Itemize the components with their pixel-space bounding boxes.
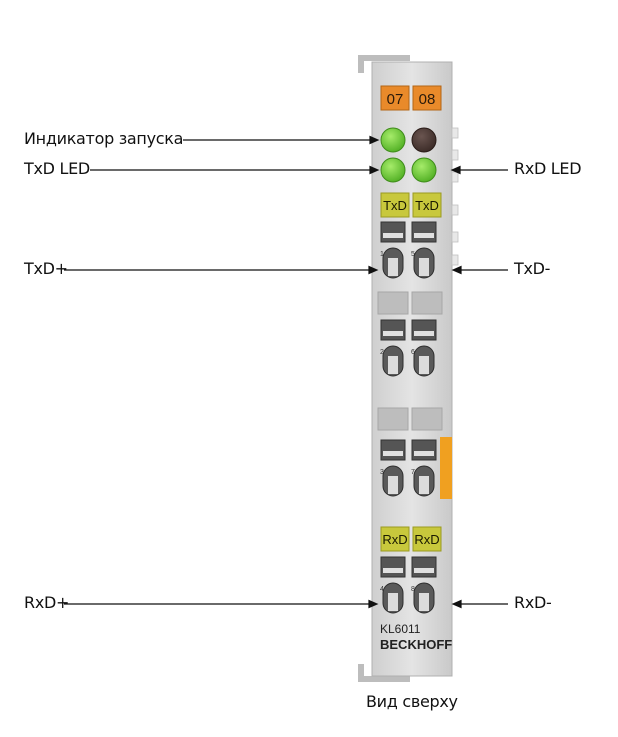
side-accent-strip xyxy=(440,437,452,499)
terminal: 5 xyxy=(411,221,437,279)
wire-entry-inner xyxy=(388,476,398,494)
terminal-number: 5 xyxy=(411,251,415,258)
release-slot-bar xyxy=(383,568,403,573)
release-slot xyxy=(380,556,406,578)
terminal: 8 xyxy=(411,556,437,614)
terminal-number: 7 xyxy=(411,469,415,476)
terminal-number: 3 xyxy=(380,469,384,476)
terminal: 6 xyxy=(411,319,437,377)
channel-number-left: 07 xyxy=(387,91,404,108)
rxd-led xyxy=(411,157,437,183)
run-indicator-label: Индикатор запуска xyxy=(24,129,184,148)
release-slot-bar xyxy=(383,331,403,336)
wire-entry-inner xyxy=(388,356,398,374)
wire-entry-inner xyxy=(419,258,429,276)
top-clip xyxy=(358,55,410,73)
release-slot xyxy=(411,319,437,341)
model-label: KL6011 xyxy=(380,622,421,636)
terminal: 3 xyxy=(380,439,406,497)
rxd-led-label: RxD LED xyxy=(514,159,582,178)
wire-entry-inner xyxy=(419,356,429,374)
blank-plates xyxy=(377,291,443,431)
rxd-plate-left-text: RxD xyxy=(382,532,407,547)
release-slot xyxy=(411,439,437,461)
release-slot xyxy=(380,221,406,243)
release-slot-bar xyxy=(383,451,403,456)
txd-plate-right-text: TxD xyxy=(415,198,439,213)
terminal-number: 6 xyxy=(411,349,415,356)
release-slot-bar xyxy=(414,451,434,456)
terminal: 1 xyxy=(380,221,406,279)
terminal: 2 xyxy=(380,319,406,377)
wire-entry-inner xyxy=(419,593,429,611)
txd-plate-left xyxy=(380,192,410,218)
wire-entry-inner xyxy=(388,593,398,611)
txd-plate-right xyxy=(412,192,442,218)
run-led xyxy=(380,127,406,153)
terminal-number: 4 xyxy=(380,586,384,593)
rxd-plate-left xyxy=(380,526,410,552)
unused-led xyxy=(411,127,437,153)
release-slot xyxy=(411,221,437,243)
channel-number-right: 08 xyxy=(419,91,436,108)
channel-box-right xyxy=(412,85,442,111)
rxd-plate-right xyxy=(412,526,442,552)
terminal-number: 1 xyxy=(380,251,384,258)
terminal: 4 xyxy=(380,556,406,614)
txd-plate-left-text: TxD xyxy=(383,198,407,213)
release-slot xyxy=(411,556,437,578)
release-slot-bar xyxy=(414,568,434,573)
terminal: 7 xyxy=(411,439,437,497)
release-slot-bar xyxy=(383,233,403,238)
side-contacts xyxy=(451,127,459,266)
leader-lines xyxy=(64,135,508,609)
txd-minus-label: TxD- xyxy=(514,259,551,278)
txd-plus-label: TxD+ xyxy=(24,259,68,278)
brand-label: BECKHOFF xyxy=(380,637,452,652)
wire-entry-inner xyxy=(388,258,398,276)
spring-terminals: 1 5 2 6 3 7 4 8 xyxy=(380,221,437,614)
rxd-minus-label: RxD- xyxy=(514,593,552,612)
release-slot xyxy=(380,319,406,341)
terminal-number: 2 xyxy=(380,349,384,356)
terminal-number: 8 xyxy=(411,586,415,593)
txd-led xyxy=(380,157,406,183)
channel-box-left xyxy=(380,85,410,111)
release-slot xyxy=(380,439,406,461)
release-slot-bar xyxy=(414,233,434,238)
wire-entry-inner xyxy=(419,476,429,494)
txd-led-label: TxD LED xyxy=(24,159,90,178)
rxd-plus-label: RxD+ xyxy=(24,593,70,612)
bottom-clip xyxy=(358,664,410,682)
top-view-caption: Вид сверху xyxy=(366,692,458,711)
release-slot-bar xyxy=(414,331,434,336)
rxd-plate-right-text: RxD xyxy=(414,532,439,547)
